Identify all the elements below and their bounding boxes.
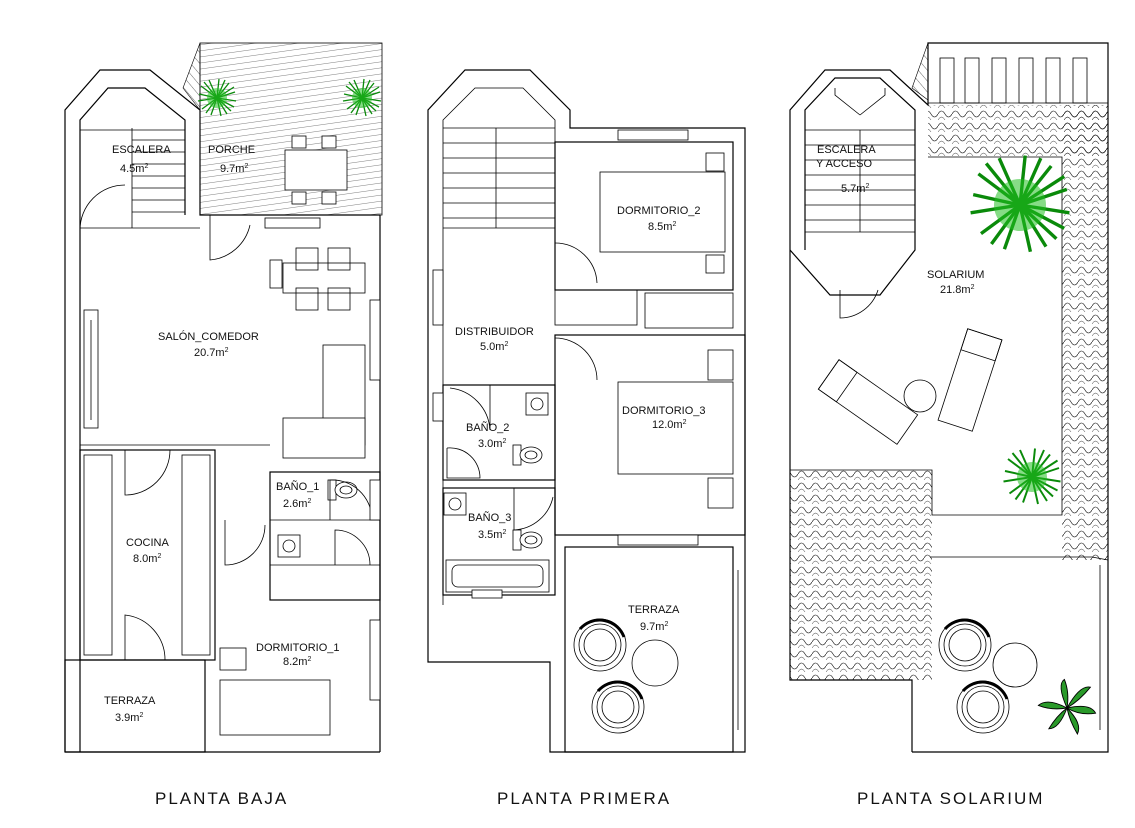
room-name: PORCHE: [208, 144, 255, 156]
area-unit-superscript: 2: [683, 419, 687, 426]
room-name-line2: Y ACCESO: [816, 158, 872, 170]
room-area: 21.8m: [940, 284, 971, 296]
tiled-area-bottom-left: [790, 470, 932, 680]
room-area: 9.7m: [220, 163, 244, 175]
area-unit-superscript: 2: [502, 529, 506, 536]
svg-text:8.2m2: 8.2m2: [283, 656, 311, 668]
room-name: BAÑO_1: [276, 480, 319, 493]
area-unit-superscript: 2: [225, 347, 229, 354]
area-unit-superscript: 2: [664, 621, 668, 628]
room-area: 4.5m: [120, 163, 144, 175]
svg-text:12.0m2: 12.0m2: [652, 419, 687, 431]
room-area: 12.0m: [652, 419, 683, 431]
room-name: TERRAZA: [628, 604, 680, 616]
room-area: 3.0m: [478, 438, 502, 450]
room-name: ESCALERA: [112, 144, 171, 156]
area-unit-superscript: 2: [971, 284, 975, 291]
svg-text:3.5m2: 3.5m2: [478, 529, 506, 541]
area-unit-superscript: 2: [307, 656, 311, 663]
svg-text:8.5m2: 8.5m2: [648, 221, 676, 233]
svg-text:20.7m2: 20.7m2: [194, 347, 229, 359]
planta-baja: ESCALERA 4.5m2 PORCHE 9.7m2 SALÓN_COMEDO…: [64, 42, 383, 808]
planta-solarium: ESCALERA Y ACCESO 5.7m2 SOLARIUM 21.8m2 …: [789, 42, 1109, 808]
room-name: DORMITORIO_2: [617, 205, 701, 217]
area-unit-superscript: 2: [865, 183, 869, 190]
palm-plant-icon: [968, 153, 1072, 254]
svg-text:5.0m2: 5.0m2: [480, 341, 508, 353]
svg-text:3.0m2: 3.0m2: [478, 438, 506, 450]
svg-text:2.6m2: 2.6m2: [283, 498, 311, 510]
svg-text:21.8m2: 21.8m2: [940, 284, 975, 296]
svg-text:9.7m2: 9.7m2: [640, 621, 668, 633]
svg-text:9.7m2: 9.7m2: [220, 163, 248, 175]
room-area: 20.7m: [194, 347, 225, 359]
svg-text:4.5m2: 4.5m2: [120, 163, 148, 175]
room-name: DORMITORIO_3: [622, 405, 706, 417]
room-name: DISTRIBUIDOR: [455, 326, 534, 338]
svg-text:3.9m2: 3.9m2: [115, 712, 143, 724]
room-name: DORMITORIO_1: [256, 642, 340, 654]
room-area: 3.5m: [478, 529, 502, 541]
tiled-border-right: [1062, 105, 1108, 560]
room-name: BAÑO_2: [466, 421, 509, 434]
room-name: COCINA: [126, 537, 169, 549]
room-area: 8.2m: [283, 656, 307, 668]
room-area: 9.7m: [640, 621, 664, 633]
room-area: 2.6m: [283, 498, 307, 510]
area-unit-superscript: 2: [502, 438, 506, 445]
area-unit-superscript: 2: [672, 221, 676, 228]
svg-text:5.7m2: 5.7m2: [841, 183, 869, 195]
plan-title: PLANTA BAJA: [155, 789, 288, 808]
svg-text:8.0m2: 8.0m2: [133, 553, 161, 565]
room-name: ESCALERA: [817, 144, 876, 156]
room-name: SOLARIUM: [927, 269, 984, 281]
area-unit-superscript: 2: [504, 341, 508, 348]
planta-primera: DORMITORIO_2 8.5m2 DISTRIBUIDOR 5.0m2 DO…: [427, 69, 746, 808]
area-unit-superscript: 2: [139, 712, 143, 719]
plan-title: PLANTA SOLARIUM: [857, 789, 1044, 808]
room-name: SALÓN_COMEDOR: [158, 330, 259, 343]
plan-title: PLANTA PRIMERA: [497, 789, 671, 808]
room-area: 3.9m: [115, 712, 139, 724]
palm-plant-icon: [1037, 678, 1097, 735]
room-area: 5.7m: [841, 183, 865, 195]
room-area: 5.0m: [480, 341, 504, 353]
area-unit-superscript: 2: [144, 163, 148, 170]
room-name: BAÑO_3: [468, 511, 511, 524]
area-unit-superscript: 2: [244, 163, 248, 170]
area-unit-superscript: 2: [307, 498, 311, 505]
room-area: 8.0m: [133, 553, 157, 565]
area-unit-superscript: 2: [157, 553, 161, 560]
room-name: TERRAZA: [104, 695, 156, 707]
palm-plant-icon: [1002, 447, 1062, 505]
room-area: 8.5m: [648, 221, 672, 233]
